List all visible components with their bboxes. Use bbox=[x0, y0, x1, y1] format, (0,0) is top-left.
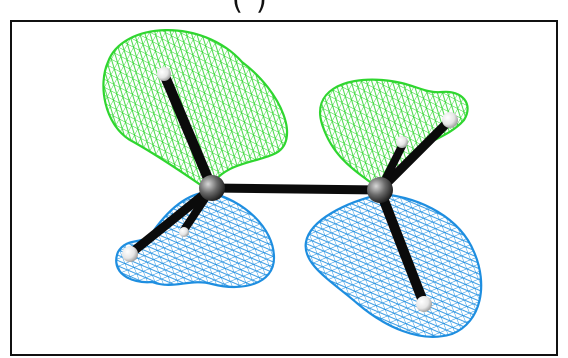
atom-hydrogen-6 bbox=[179, 227, 189, 237]
orbital-lobes bbox=[102, 29, 483, 338]
atom-hydrogen-5 bbox=[416, 296, 432, 312]
atom-hydrogen-2 bbox=[122, 246, 138, 262]
orbital-lobe-blue-right bbox=[304, 192, 483, 338]
bond-c-h-2 bbox=[125, 183, 217, 259]
bond-c-h-6 bbox=[375, 185, 429, 309]
atom-carbon-left bbox=[199, 175, 225, 201]
molecule-viewport[interactable] bbox=[10, 20, 558, 356]
bond-c-h-1 bbox=[159, 69, 217, 193]
atom-carbon-right bbox=[367, 177, 393, 203]
bond-c-h-4 bbox=[375, 115, 455, 195]
atom-hydrogen-1 bbox=[157, 67, 171, 81]
atom-hydrogen-4 bbox=[396, 136, 408, 148]
caption-fragment: ( ) bbox=[232, 0, 269, 16]
atoms bbox=[122, 67, 458, 312]
orbital-lobe-green-left bbox=[102, 29, 289, 192]
caption-fragment-area: ( ) bbox=[0, 0, 568, 20]
bond-c-c bbox=[207, 183, 385, 195]
atom-hydrogen-3 bbox=[442, 112, 458, 128]
molecule-render bbox=[102, 29, 483, 338]
